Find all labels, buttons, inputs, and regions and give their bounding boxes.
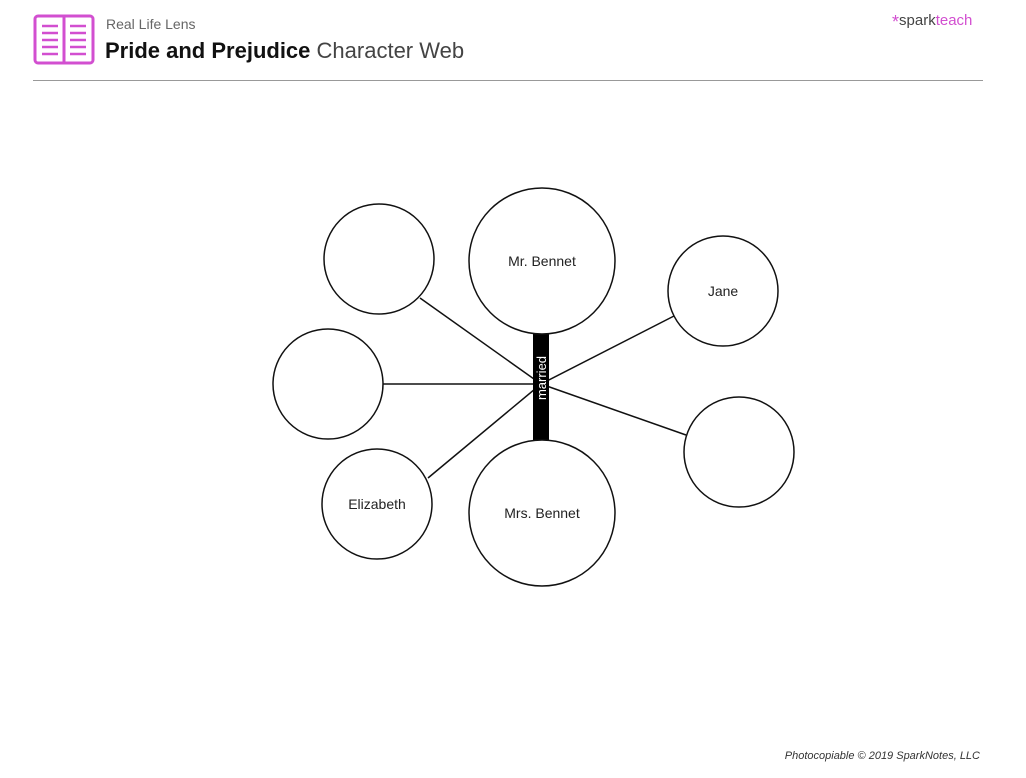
title-light: Character Web	[316, 38, 465, 63]
character-name: Mr. Bennet	[508, 253, 576, 269]
open-book-icon	[33, 14, 95, 65]
footer-copyright: Photocopiable © 2019 SparkNotes, LLC	[784, 750, 980, 762]
character-name: Jane	[708, 283, 739, 299]
character-circle[interactable]	[272, 328, 384, 440]
connector-line	[427, 383, 542, 479]
connector-line	[419, 297, 542, 385]
sparkteach-logo: *sparkteach	[892, 12, 972, 33]
married-bar	[533, 333, 549, 440]
character-circle[interactable]	[667, 235, 779, 347]
connector-line	[540, 383, 687, 436]
logo-teach: teach	[935, 12, 973, 29]
character-circle[interactable]	[321, 448, 433, 560]
character-name: Elizabeth	[348, 496, 406, 512]
character-circle[interactable]	[683, 396, 795, 508]
character-circle[interactable]	[468, 439, 616, 587]
connector-line	[540, 315, 675, 385]
character-name: Mrs. Bennet	[504, 505, 580, 521]
series-subtitle: Real Life Lens	[106, 16, 196, 32]
married-label: married	[534, 356, 549, 400]
logo-asterisk: *	[892, 12, 900, 32]
page-title: Pride and Prejudice Character Web	[105, 38, 464, 64]
header-divider	[33, 80, 983, 81]
logo-spark: spark	[899, 12, 936, 29]
character-circle[interactable]	[468, 187, 616, 335]
character-circle[interactable]	[323, 203, 435, 315]
title-bold: Pride and Prejudice	[105, 38, 311, 63]
